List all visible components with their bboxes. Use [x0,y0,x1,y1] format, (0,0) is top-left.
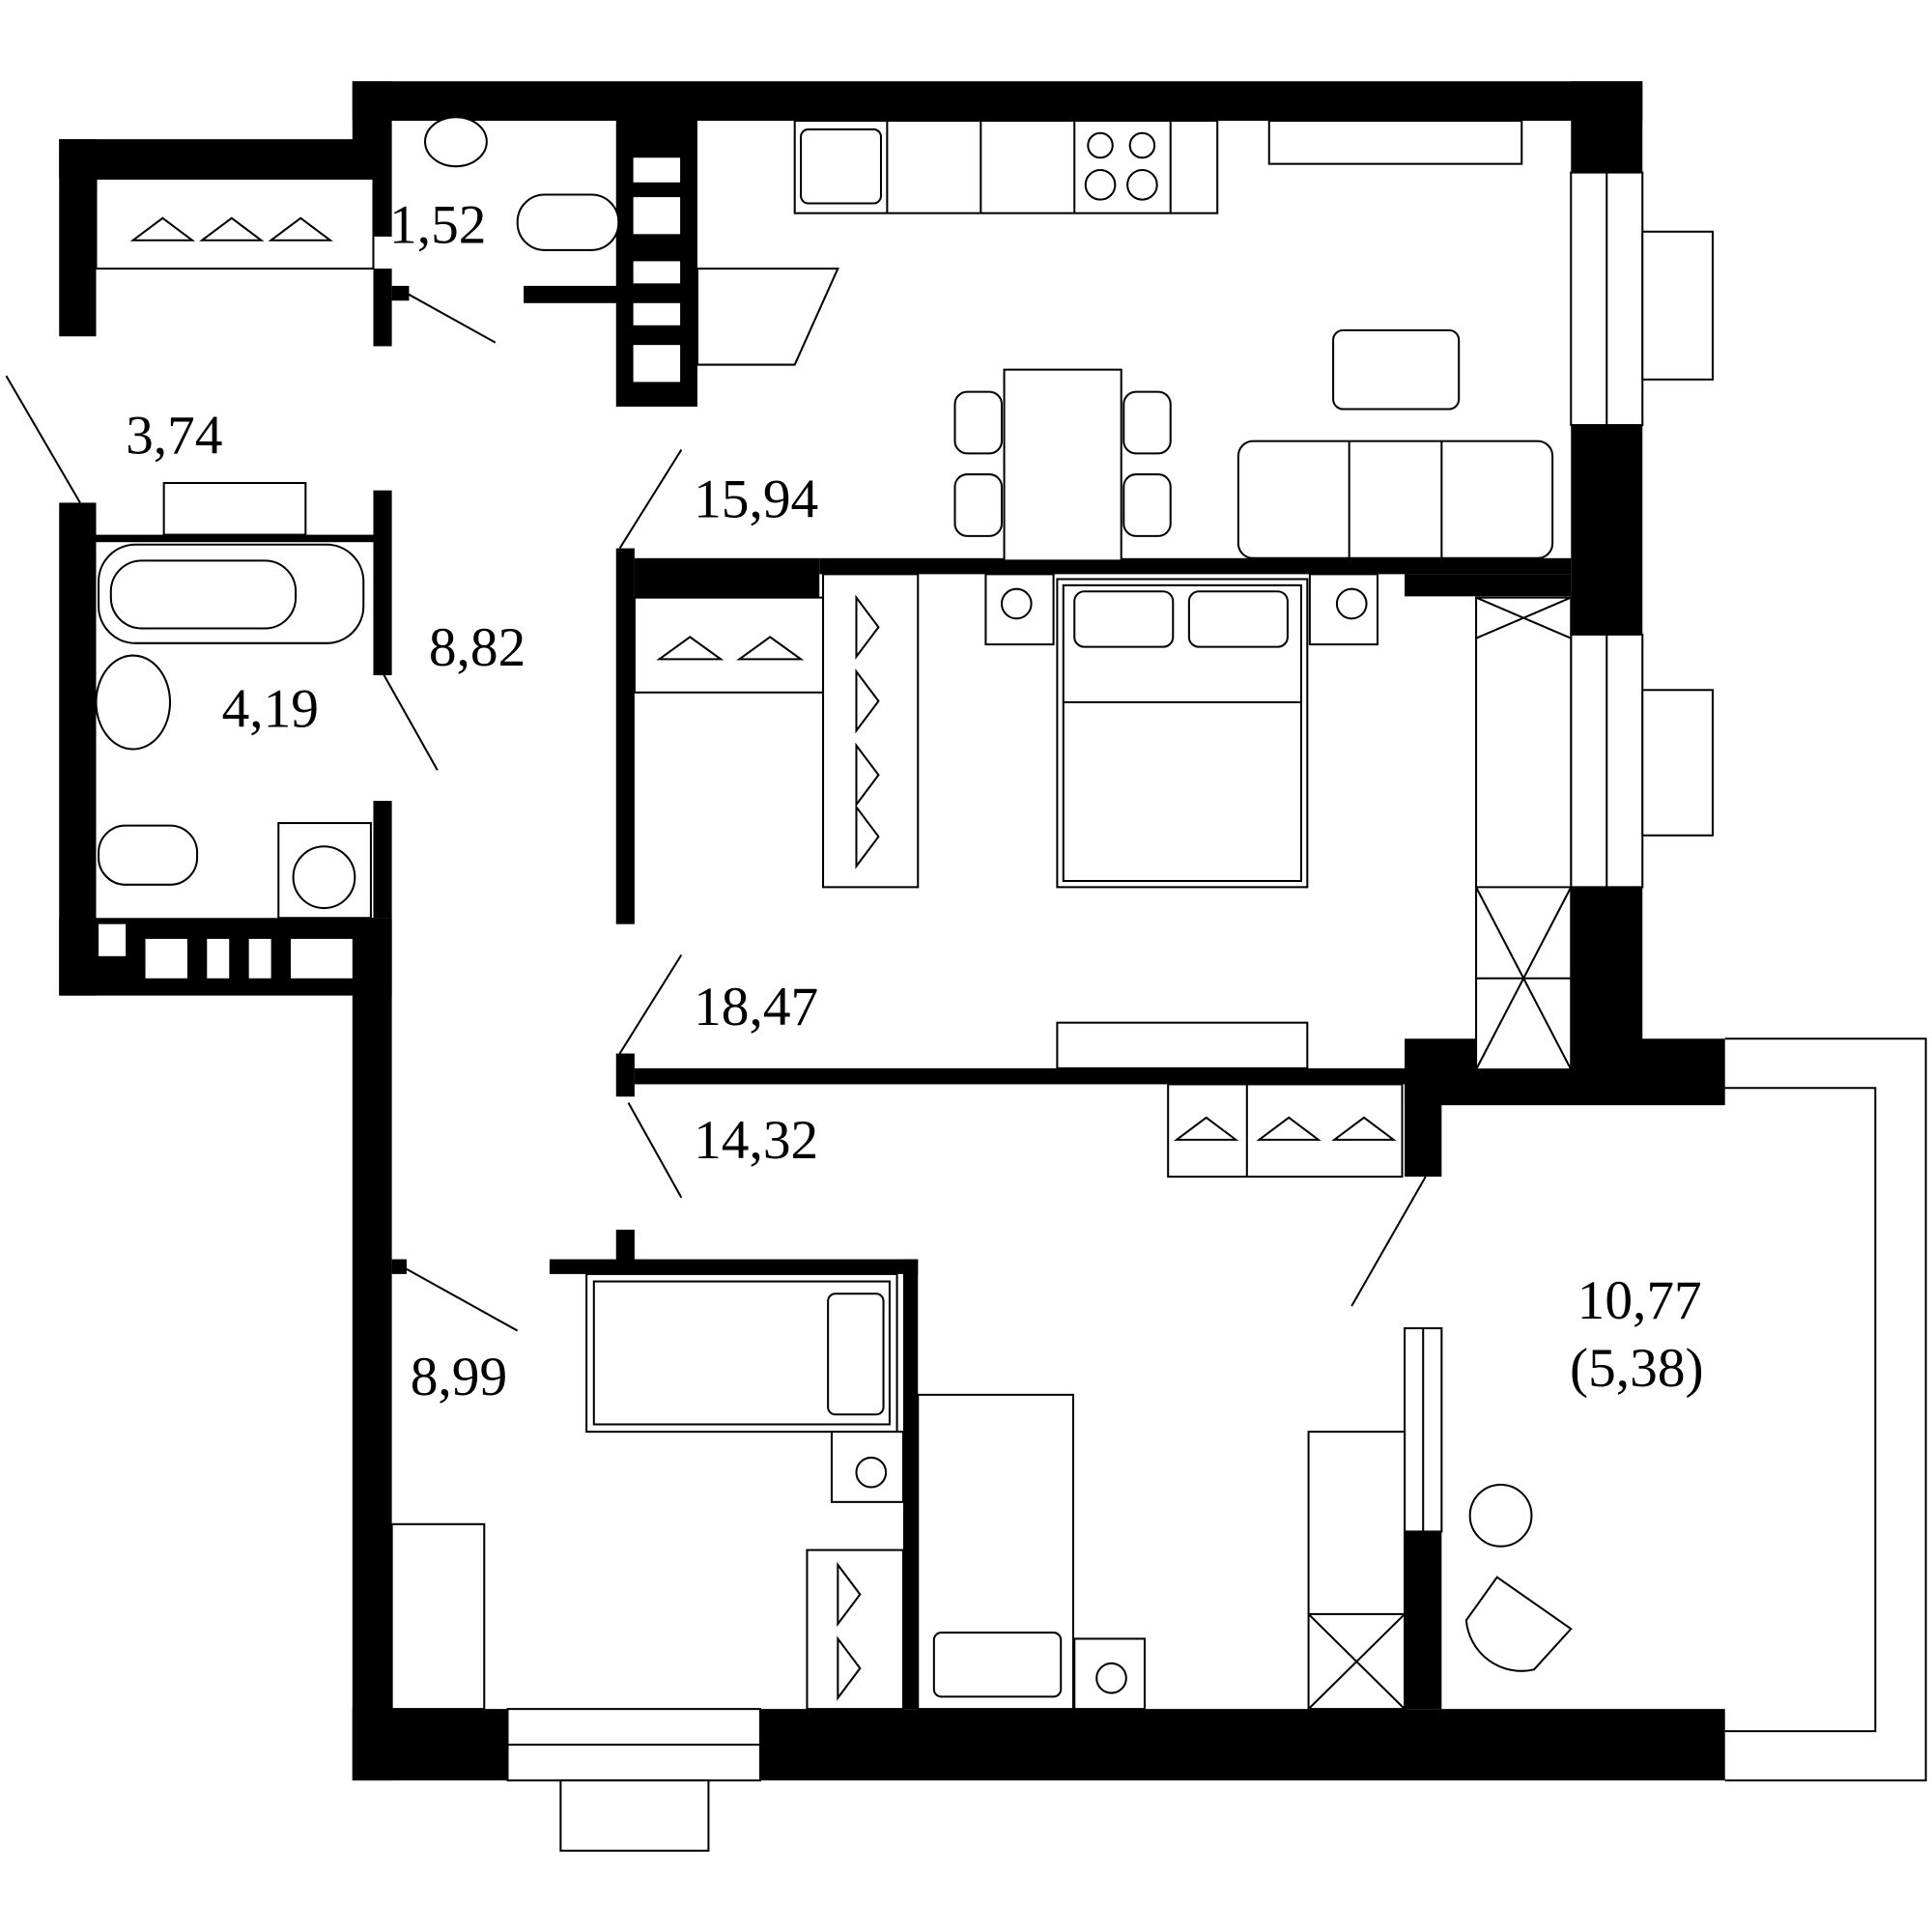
area-label-storage: 3,74 [126,405,222,466]
area-label-bathroom: 4,19 [222,679,319,740]
furniture [95,116,1573,1711]
area-label-bedroom: 18,47 [694,977,818,1037]
balcony-outline [1724,1037,1927,1782]
area-label-children-room: 14,32 [694,1110,818,1171]
area-label-balcony-reduced: (5,38) [1570,1338,1704,1399]
area-label-corridor: 8,99 [411,1347,507,1407]
door-swings [5,292,1427,1332]
room-area-labels: 1,52 3,74 15,94 8,82 4,19 18,47 14,32 8,… [126,194,1704,1407]
windows [506,171,1714,1852]
area-label-balcony: 10,77 [1577,1270,1702,1331]
walls [59,81,1725,1781]
area-label-wc: 1,52 [389,194,486,255]
area-label-hall: 8,82 [429,617,526,678]
area-label-kitchen-living: 15,94 [694,469,818,530]
